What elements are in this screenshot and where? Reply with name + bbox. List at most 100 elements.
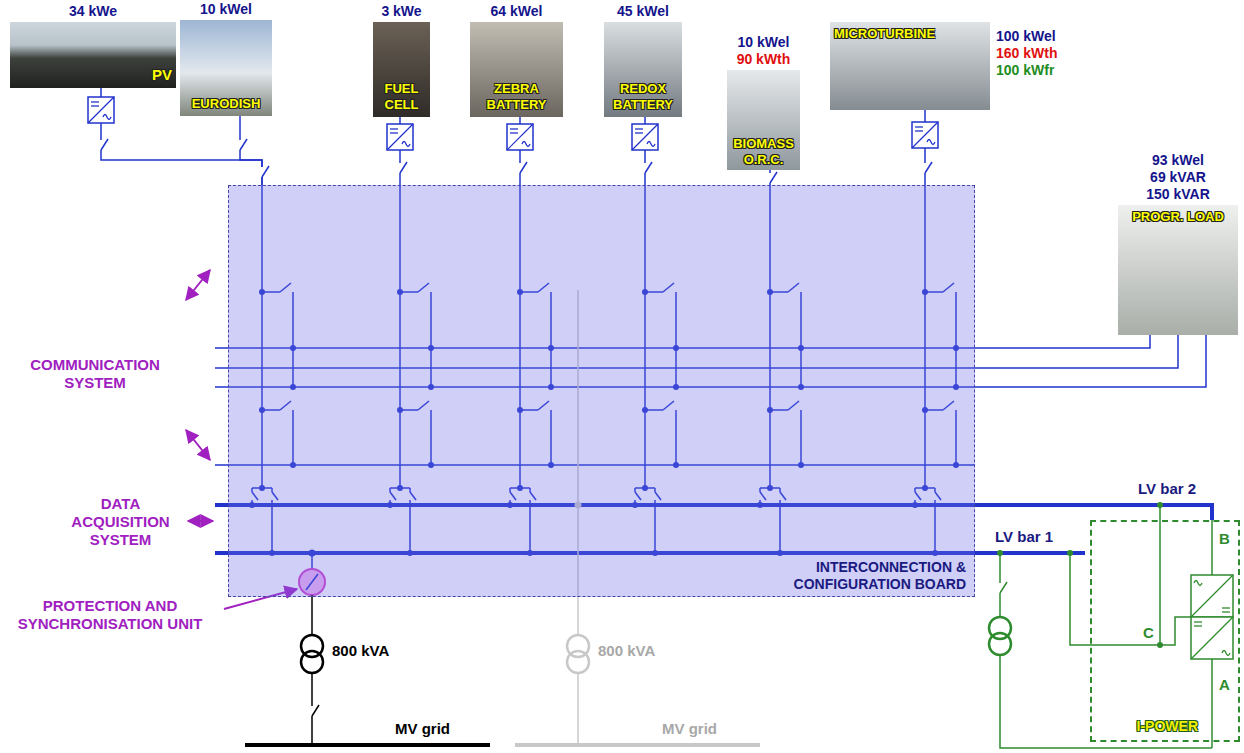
spare-transformer <box>567 651 589 673</box>
ac-symbol <box>103 115 111 120</box>
converter-box <box>912 122 938 148</box>
ipower-wire <box>1159 505 1161 645</box>
unit-name: I-POWER <box>1137 718 1198 735</box>
ac-symbol <box>1222 651 1230 656</box>
rating-text: 100 kWfr <box>996 62 1057 79</box>
terminal-label: C <box>1143 624 1154 642</box>
generated-art <box>88 97 1233 659</box>
ipower-wire <box>1000 655 1212 748</box>
terminal-label: A <box>1219 676 1230 694</box>
converter-diagonal <box>1191 575 1233 617</box>
switch-blade <box>520 162 527 173</box>
unit-name: ZEBRA BATTERY <box>474 81 559 113</box>
rating-text: 150 kVAR <box>1073 186 1244 203</box>
dc-symbol <box>390 128 398 129</box>
rating-group: 64 kWel <box>425 3 608 20</box>
rating-group: 100 kWel160 kWth100 kWfr <box>996 28 1057 79</box>
converter-box <box>632 124 658 150</box>
board-region: INTERCONNECTION & CONFIGURATION BOARD <box>228 185 975 597</box>
feeder-line <box>975 505 1212 520</box>
rating-text: 10 kWel <box>135 1 317 18</box>
double-arrow <box>188 520 213 522</box>
unit-name: EURODISH <box>192 96 261 112</box>
rating-text: 45 kWel <box>559 3 727 20</box>
ac-symbol <box>647 142 655 147</box>
switch-gap <box>997 583 1003 593</box>
dc-symbol <box>915 130 923 131</box>
rating-label: 800 kVA <box>332 642 389 660</box>
rating-label: 800 kVA <box>598 642 655 660</box>
switch-gap <box>517 163 523 173</box>
switch-gap <box>767 173 773 183</box>
comm-line <box>975 335 1206 387</box>
rating-group: 10 kWel <box>135 1 317 18</box>
terminal-label: B <box>1219 530 1230 548</box>
converter-box <box>507 124 533 150</box>
dc-symbol <box>1194 621 1202 622</box>
converter-diagonal <box>912 122 938 148</box>
switch-gap <box>98 140 104 150</box>
converter-diagonal <box>507 124 533 150</box>
dc-symbol <box>915 126 923 127</box>
converter-box <box>1191 617 1233 659</box>
switch-blade <box>262 166 269 177</box>
ac-symbol <box>1194 581 1202 586</box>
switch-gap <box>259 167 265 177</box>
rating-text: 10 kWel <box>682 34 845 51</box>
transformer <box>301 651 323 673</box>
ipower-wire <box>1070 553 1160 645</box>
switch-blade <box>240 139 247 150</box>
switch-gap <box>397 163 403 173</box>
double-arrow <box>186 270 210 300</box>
photo-box: 93 kWel69 kVAR150 kVARPROGR. LOAD <box>1118 205 1238 335</box>
ac-symbol <box>522 142 530 147</box>
rating-group: 45 kWel <box>559 3 727 20</box>
switch-gap <box>642 163 648 173</box>
rating-text: 69 kVAR <box>1073 169 1244 186</box>
dc-symbol <box>510 132 518 133</box>
switch-blade <box>1000 582 1007 593</box>
converter-box <box>387 124 413 150</box>
dc-symbol <box>1222 611 1230 612</box>
ipower-wire <box>1211 659 1213 748</box>
switch-gap <box>237 140 243 150</box>
system-label: PROTECTION AND SYNCHRONISATION UNIT <box>5 597 215 633</box>
switch-blade <box>400 162 407 173</box>
rating-group: 34 kWe <box>0 3 221 20</box>
converter-diagonal <box>387 124 413 150</box>
photo-box: 10 kWel90 kWthBIOMASS O.R.C. <box>727 70 800 170</box>
ac-symbol <box>927 140 935 145</box>
photo-box: MICROTURBINE100 kWel160 kWth100 kWfr <box>830 22 990 110</box>
grid-label: MV grid <box>395 720 450 738</box>
photo-box: 45 kWelREDOX BATTERY <box>604 22 682 117</box>
rating-group: 3 kWe <box>328 3 475 20</box>
dc-symbol <box>390 132 398 133</box>
dc-symbol <box>91 105 99 106</box>
converter-diagonal <box>632 124 658 150</box>
unit-name: MICROTURBINE <box>834 26 935 42</box>
unit-name: PV <box>152 66 172 84</box>
dc-symbol <box>1194 625 1202 626</box>
transformer <box>989 633 1011 655</box>
grid-label: MV grid <box>662 720 717 738</box>
photo-box: 34 kWePV <box>10 22 176 88</box>
rating-text: 93 kWel <box>1073 152 1244 169</box>
dc-symbol <box>1222 607 1230 608</box>
ipower-wire <box>1160 617 1191 645</box>
switch-gap <box>922 163 928 173</box>
dc-symbol <box>635 132 643 133</box>
mv-bar <box>245 743 490 747</box>
converter-diagonal <box>1191 617 1233 659</box>
switch-blade <box>925 162 932 173</box>
system-label: COMMUNICATION SYSTEM <box>5 356 185 392</box>
rating-group: 93 kWel69 kVAR150 kVAR <box>1073 152 1244 203</box>
unit-name: INTERCONNECTION & CONFIGURATION BOARD <box>761 559 966 593</box>
rating-text: 100 kWel <box>996 28 1057 45</box>
switch-blade <box>312 705 319 716</box>
converter-box <box>1191 575 1233 617</box>
dc-symbol <box>635 128 643 129</box>
double-arrow <box>186 430 210 460</box>
switch-blade <box>645 162 652 173</box>
unit-name: PROGR. LOAD <box>1132 209 1224 225</box>
